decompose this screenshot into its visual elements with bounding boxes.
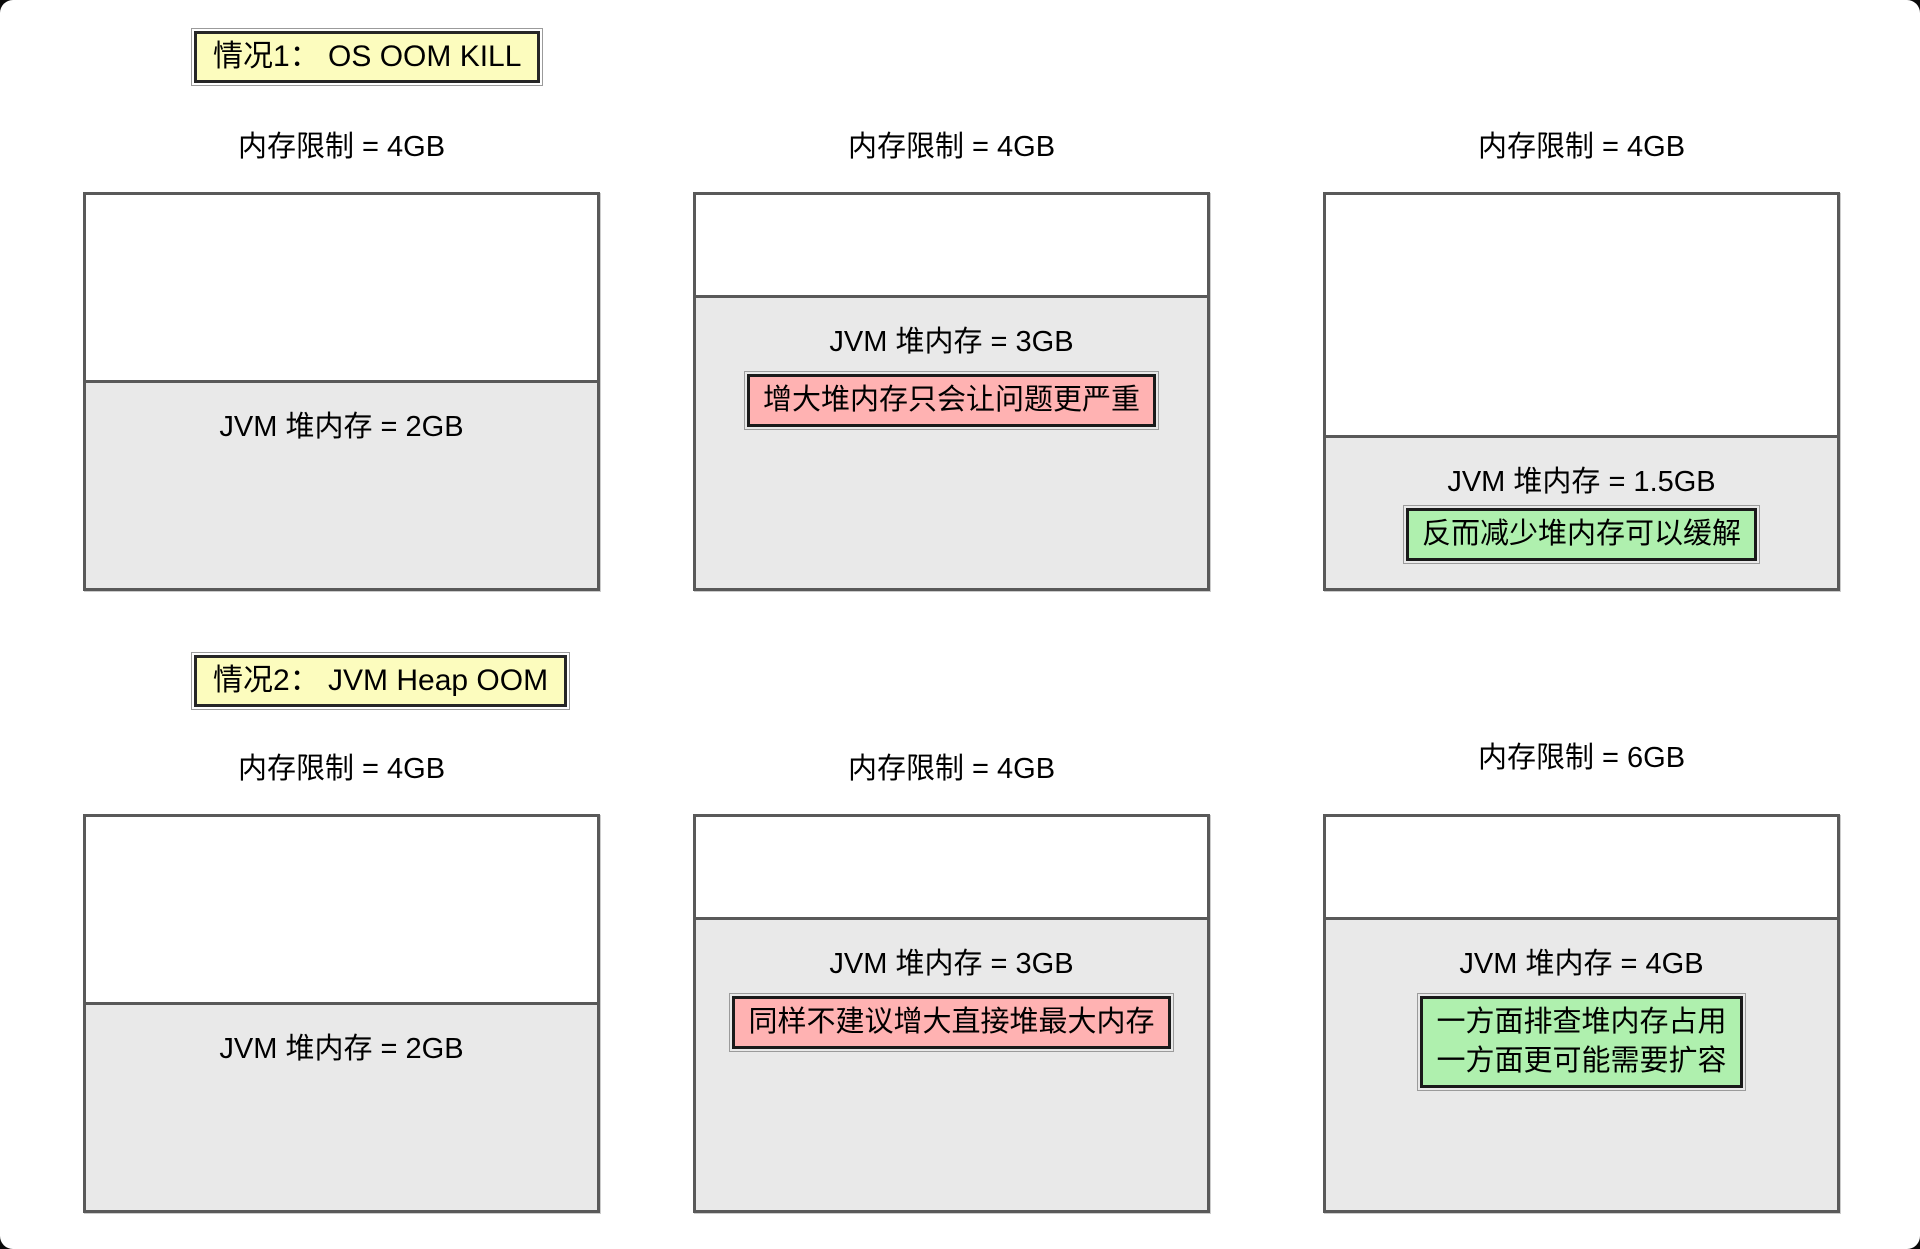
jvm-heap-region: JVM 堆内存 = 2GB	[86, 1002, 597, 1210]
jvm-heap-label: JVM 堆内存 = 1.5GB	[1447, 466, 1716, 498]
free-memory-region	[696, 817, 1207, 917]
note-line: 一方面更可能需要扩容	[1436, 1045, 1727, 1077]
jvm-heap-label: JVM 堆内存 = 2GB	[219, 411, 464, 443]
diagram-case1-bigger-heap: 内存限制 = 4GB JVM 堆内存 = 3GB 增大堆内存只会让问题更严重	[693, 130, 1210, 591]
memory-box: JVM 堆内存 = 4GB 一方面排查堆内存占用 一方面更可能需要扩容	[1323, 814, 1840, 1213]
case2-label: 情况2： JVM Heap OOM	[190, 652, 571, 710]
warning-note-box: 增大堆内存只会让问题更严重	[743, 371, 1160, 430]
memory-limit-title: 内存限制 = 4GB	[1477, 131, 1686, 163]
jvm-heap-label: JVM 堆内存 = 2GB	[219, 1033, 464, 1065]
jvm-heap-region: JVM 堆内存 = 3GB 同样不建议增大直接堆最大内存	[696, 917, 1207, 1210]
memory-limit-title: 内存限制 = 4GB	[237, 753, 446, 785]
memory-box: JVM 堆内存 = 2GB	[83, 814, 600, 1213]
memory-limit-title: 内存限制 = 4GB	[237, 131, 446, 163]
free-memory-region	[1326, 195, 1837, 435]
note-line: 增大堆内存只会让问题更严重	[762, 384, 1140, 416]
note-line: 反而减少堆内存可以缓解	[1421, 518, 1741, 550]
suggestion-note-box: 反而减少堆内存可以缓解	[1402, 505, 1761, 564]
memory-box: JVM 堆内存 = 3GB 增大堆内存只会让问题更严重	[693, 192, 1210, 591]
diagram-case1-smaller-heap: 内存限制 = 4GB JVM 堆内存 = 1.5GB 反而减少堆内存可以缓解	[1323, 130, 1840, 591]
diagram-case1-current: 内存限制 = 4GB JVM 堆内存 = 2GB	[83, 130, 600, 591]
memory-limit-title: 内存限制 = 6GB	[1477, 742, 1686, 774]
memory-box: JVM 堆内存 = 3GB 同样不建议增大直接堆最大内存	[693, 814, 1210, 1213]
free-memory-region	[1326, 817, 1837, 917]
suggestion-note-box: 一方面排查堆内存占用 一方面更可能需要扩容	[1417, 993, 1746, 1091]
jvm-heap-region: JVM 堆内存 = 2GB	[86, 380, 597, 588]
note-line: 一方面排查堆内存占用	[1436, 1006, 1727, 1038]
diagram-case2-bigger-limit: 内存限制 = 6GB JVM 堆内存 = 4GB 一方面排查堆内存占用 一方面更…	[1323, 742, 1840, 1213]
free-memory-region	[86, 195, 597, 380]
free-memory-region	[696, 195, 1207, 295]
jvm-heap-region: JVM 堆内存 = 3GB 增大堆内存只会让问题更严重	[696, 295, 1207, 588]
warning-note-box: 同样不建议增大直接堆最大内存	[729, 993, 1174, 1052]
memory-box: JVM 堆内存 = 2GB	[83, 192, 600, 591]
jvm-heap-region: JVM 堆内存 = 1.5GB 反而减少堆内存可以缓解	[1326, 435, 1837, 588]
case1-label: 情况1： OS OOM KILL	[190, 28, 544, 86]
diagram-case2-current: 内存限制 = 4GB JVM 堆内存 = 2GB	[83, 752, 600, 1213]
memory-box: JVM 堆内存 = 1.5GB 反而减少堆内存可以缓解	[1323, 192, 1840, 591]
jvm-heap-label: JVM 堆内存 = 3GB	[829, 948, 1074, 980]
jvm-heap-label: JVM 堆内存 = 3GB	[829, 326, 1074, 358]
jvm-heap-label: JVM 堆内存 = 4GB	[1459, 948, 1704, 980]
memory-limit-title: 内存限制 = 4GB	[847, 131, 1056, 163]
note-line: 同样不建议增大直接堆最大内存	[748, 1006, 1155, 1038]
free-memory-region	[86, 817, 597, 1002]
jvm-heap-region: JVM 堆内存 = 4GB 一方面排查堆内存占用 一方面更可能需要扩容	[1326, 917, 1837, 1210]
memory-limit-title: 内存限制 = 4GB	[847, 753, 1056, 785]
diagram-case2-bigger-heap: 内存限制 = 4GB JVM 堆内存 = 3GB 同样不建议增大直接堆最大内存	[693, 752, 1210, 1213]
